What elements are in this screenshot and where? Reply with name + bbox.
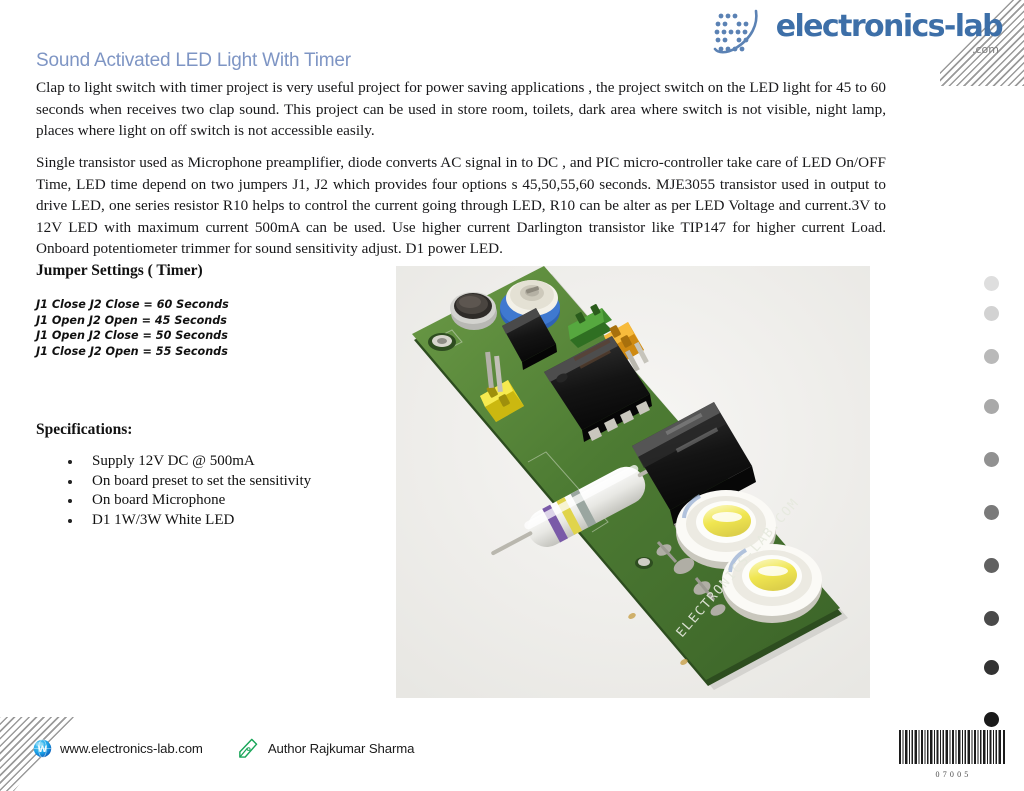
dot-indicator [984,505,999,520]
page-dot-indicator-column [980,262,1010,732]
dot-indicator [984,349,999,364]
footer-author: Author Rajkumar Sharma [267,741,415,756]
specifications-list: Supply 12V DC @ 500mA On board preset to… [60,452,311,530]
list-item: On board preset to set the sensitivity [60,472,311,492]
dot-indicator [984,306,999,321]
pen-nib-icon [238,738,258,758]
dot-indicator [984,399,999,414]
barcode-bars [898,730,1006,764]
list-item: J1 Open J2 Open = 45 Seconds [36,313,227,327]
list-item: D1 1W/3W White LED [60,511,311,531]
footer: W www.electronics-lab.com Author Rajkuma… [33,738,415,759]
list-item-label: On board preset to set the sensitivity [92,472,312,489]
dot-grid-swoosh-icon [713,9,758,54]
list-item-label: On board Microphone [92,492,226,509]
list-item: On board Microphone [60,491,311,511]
page-title: Sound Activated LED Light With Timer [36,50,351,71]
list-item-label: Supply 12V DC @ 500mA [92,453,255,469]
list-item: J1 Open J2 Close = 50 Seconds [36,329,228,343]
dot-indicator [984,660,999,675]
footer-url[interactable]: www.electronics-lab.com [60,741,203,756]
list-item: Supply 12V DC @ 500mA [60,452,311,472]
pcb-illustration: ELECTRONICS-LAB.COM [396,266,870,698]
intro-paragraph: Clap to light switch with timer project … [36,79,886,139]
dot-indicator [984,558,999,573]
list-item: J1 Close J2 Open = 55 Seconds [36,344,228,358]
logo-tld: .com [972,43,999,56]
barcode: 07005 [898,730,1006,779]
specifications-heading: Specifications: [36,421,133,438]
dot-indicator [984,452,999,467]
globe-icon: W [33,739,52,758]
logo-wordmark: electronics-lab [775,9,1004,44]
bullet-icon [68,460,72,464]
site-logo[interactable]: electronics-lab .com [712,8,1004,60]
svg-text:W: W [38,745,48,755]
bullet-icon [68,479,72,484]
dot-indicator [984,611,999,626]
description-paragraph: Single transistor used as Microphone pre… [36,154,886,257]
jumper-settings-heading: Jumper Settings ( Timer) [36,262,203,279]
bullet-icon [68,518,72,523]
dot-indicator [984,712,999,727]
dot-indicator [984,276,999,291]
bullet-icon [68,499,72,504]
list-item-label: D1 1W/3W White LED [92,511,235,528]
jumper-settings-list: J1 Close J2 Close = 60 Seconds J1 Open J… [36,297,229,359]
product-photo: ELECTRONICS-LAB.COM [396,266,870,698]
list-item: J1 Close J2 Close = 60 Seconds [36,298,229,311]
barcode-number: 07005 [935,770,972,779]
